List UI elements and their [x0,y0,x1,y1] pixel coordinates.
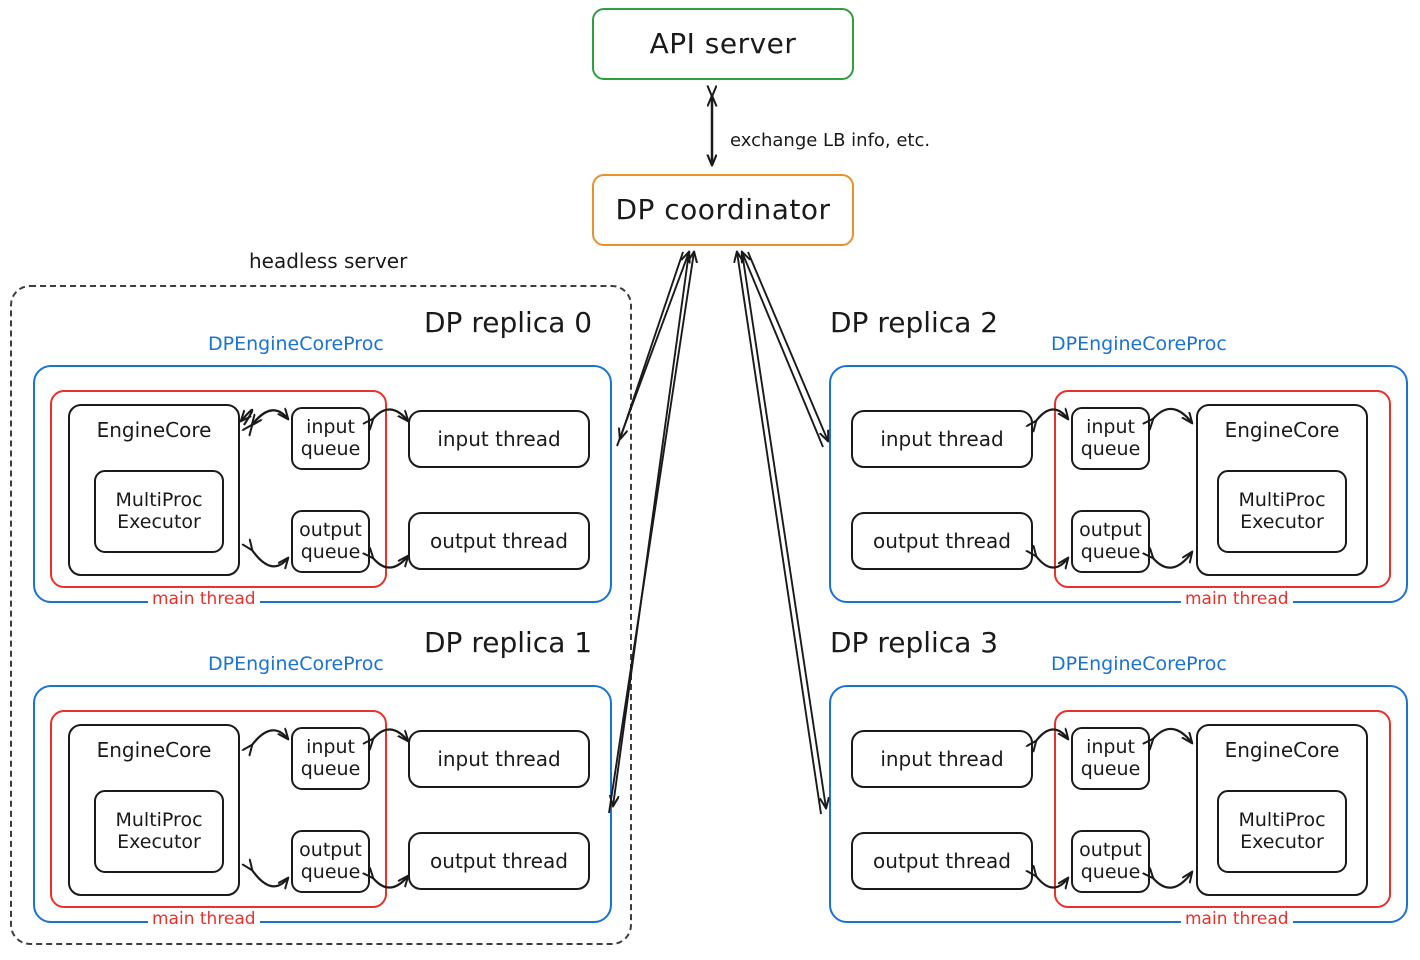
dp-engine-core-proc-3 [829,685,1408,923]
output-queue-1[interactable]: output queue [291,830,370,893]
dp-coordinator-node[interactable]: DP coordinator [592,174,854,246]
input-queue-line1: input [306,736,355,759]
multiproc-executor-line1: MultiProc [1238,809,1326,832]
output-thread-label: output thread [873,848,1011,873]
api-server-label: API server [649,27,797,61]
input-queue-2[interactable]: input queue [1071,407,1150,470]
input-queue-line1: input [1086,736,1135,759]
main-thread-box-1 [50,710,387,908]
api-server-node[interactable]: API server [592,8,854,80]
output-thread-label: output thread [430,528,568,553]
input-thread-0[interactable]: input thread [408,410,590,468]
output-queue-line2: queue [1080,540,1141,563]
multiproc-executor-line1: MultiProc [1238,489,1326,512]
multiproc-executor-3[interactable]: MultiProc Executor [1217,790,1347,873]
headless-server-label: headless server [249,249,408,273]
main-thread-box-3 [1054,710,1391,908]
input-thread-3[interactable]: input thread [851,730,1033,788]
multiproc-executor-line1: MultiProc [115,489,203,512]
main-thread-label-2: main thread [1181,589,1293,609]
engine-core-0[interactable]: EngineCore [68,404,240,576]
input-queue-line1: input [306,416,355,439]
process-label-2: DPEngineCoreProc [1051,333,1227,355]
multiproc-executor-2[interactable]: MultiProc Executor [1217,470,1347,553]
input-thread-label: input thread [880,746,1004,771]
input-queue-3[interactable]: input queue [1071,727,1150,790]
arrow-coordinator-replica-3 [737,252,826,815]
input-queue-line2: queue [1080,437,1141,460]
output-queue-line2: queue [300,860,361,883]
multiproc-executor-0[interactable]: MultiProc Executor [94,470,224,553]
multiproc-executor-line2: Executor [117,510,201,533]
engine-core-1[interactable]: EngineCore [68,724,240,896]
input-queue-line2: queue [1080,757,1141,780]
output-queue-line1: output [299,839,362,862]
output-thread-label: output thread [430,848,568,873]
output-queue-line2: queue [300,540,361,563]
engine-core-label: EngineCore [1224,418,1340,442]
input-thread-label: input thread [437,746,561,771]
input-queue-line1: input [1086,416,1135,439]
input-thread-label: input thread [880,426,1004,451]
output-thread-2[interactable]: output thread [851,512,1033,570]
output-queue-3[interactable]: output queue [1071,830,1150,893]
replica-title-1: DP replica 1 [424,626,593,659]
input-queue-1[interactable]: input queue [291,727,370,790]
arrow-coordinator-replica-2 [742,252,828,448]
process-label-1: DPEngineCoreProc [208,653,384,675]
input-queue-0[interactable]: input queue [291,407,370,470]
replica-title-3: DP replica 3 [830,626,999,659]
multiproc-executor-line2: Executor [1240,830,1324,853]
multiproc-executor-line1: MultiProc [115,809,203,832]
engine-core-label: EngineCore [1224,738,1340,762]
engine-core-3[interactable]: EngineCore [1196,724,1368,896]
output-queue-0[interactable]: output queue [291,510,370,573]
output-thread-1[interactable]: output thread [408,832,590,890]
main-thread-label-3: main thread [1181,909,1293,929]
input-thread-2[interactable]: input thread [851,410,1033,468]
input-thread-1[interactable]: input thread [408,730,590,788]
process-label-3: DPEngineCoreProc [1051,653,1227,675]
process-label-0: DPEngineCoreProc [208,333,384,355]
output-queue-line1: output [1079,519,1142,542]
multiproc-executor-line2: Executor [117,830,201,853]
main-thread-box-2 [1054,390,1391,588]
output-thread-label: output thread [873,528,1011,553]
engine-core-2[interactable]: EngineCore [1196,404,1368,576]
engine-core-label: EngineCore [96,418,212,442]
main-thread-label-0: main thread [148,589,260,609]
output-queue-2[interactable]: output queue [1071,510,1150,573]
replica-title-0: DP replica 0 [424,306,593,339]
replica-title-2: DP replica 2 [830,306,999,339]
multiproc-executor-1[interactable]: MultiProc Executor [94,790,224,873]
output-queue-line1: output [1079,839,1142,862]
output-thread-0[interactable]: output thread [408,512,590,570]
output-queue-line1: output [299,519,362,542]
main-thread-box-0 [50,390,387,588]
input-queue-line2: queue [300,437,361,460]
dp-coordinator-label: DP coordinator [615,193,831,227]
engine-core-label: EngineCore [96,738,212,762]
multiproc-executor-line2: Executor [1240,510,1324,533]
dp-engine-core-proc-2 [829,365,1408,603]
output-thread-3[interactable]: output thread [851,832,1033,890]
input-queue-line2: queue [300,757,361,780]
exchange-lb-info-label: exchange LB info, etc. [730,130,931,151]
input-thread-label: input thread [437,426,561,451]
output-queue-line2: queue [1080,860,1141,883]
main-thread-label-1: main thread [148,909,260,929]
